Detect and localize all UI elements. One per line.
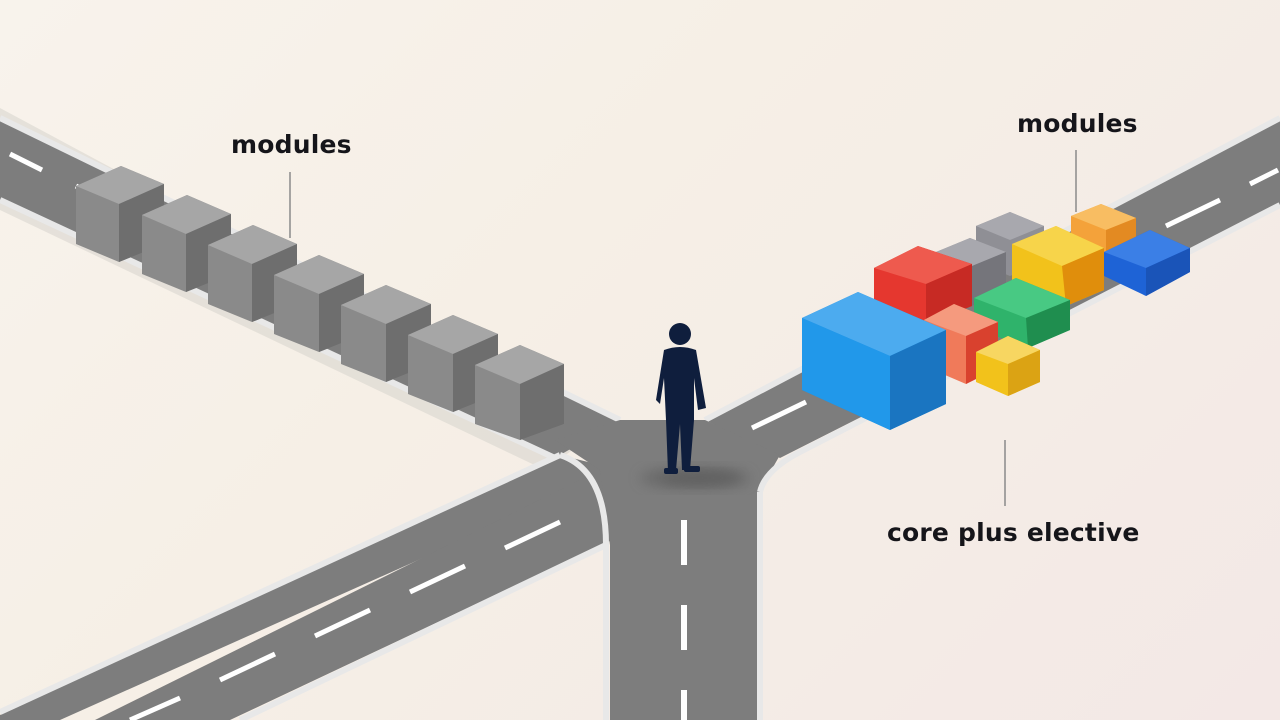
right-modules-label: modules bbox=[1017, 109, 1138, 138]
yellow-module-cube bbox=[976, 336, 1040, 396]
royal-blue-module-cube bbox=[1104, 230, 1190, 296]
colorful-module-cluster bbox=[802, 204, 1190, 430]
road-lower-left bbox=[0, 452, 620, 720]
gray-module-row bbox=[76, 166, 564, 440]
road-center bbox=[555, 420, 802, 720]
person-figure bbox=[656, 323, 740, 486]
left-modules-label: modules bbox=[231, 130, 352, 159]
blue-module-cube bbox=[802, 292, 946, 430]
red-module-cube bbox=[874, 246, 972, 324]
gray-module-cube bbox=[475, 345, 564, 440]
core-plus-elective-label: core plus elective bbox=[887, 518, 1140, 547]
